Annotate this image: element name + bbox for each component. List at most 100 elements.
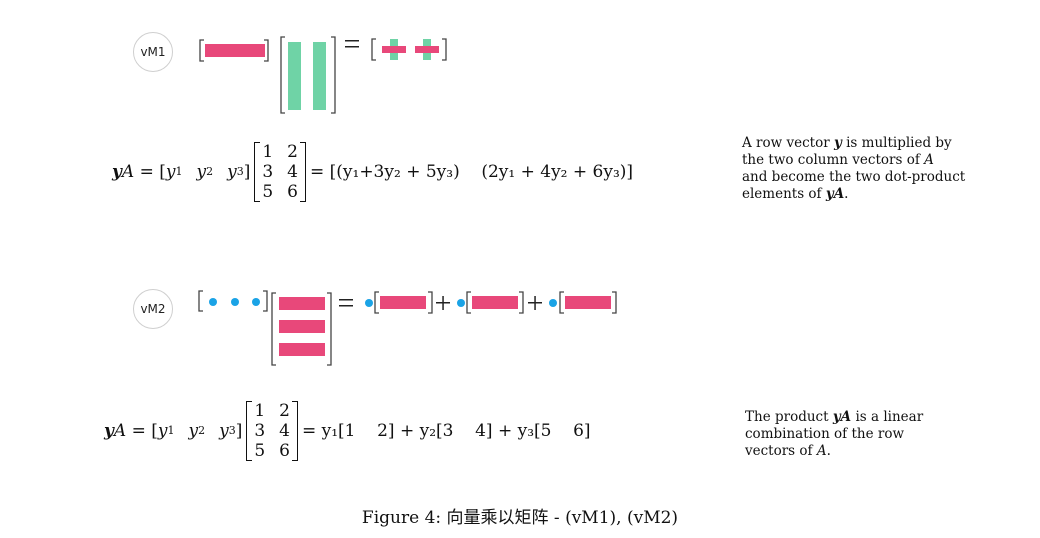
vm2-y3-sub: 3 [228, 424, 236, 437]
vm1-a21: 3 [262, 162, 274, 182]
vm1-result-bracket-right [442, 38, 447, 61]
vm2-term3-bar [565, 296, 611, 309]
vm2-plus2-v [534, 296, 536, 310]
vm2-a31: 5 [254, 441, 266, 461]
vm1-note-l2b: A [924, 152, 934, 168]
vm2-badge: vM2 [133, 289, 173, 329]
vm2-term2-bar [472, 296, 518, 309]
vm2-a11: 1 [254, 401, 266, 421]
vm2-row-bar-1 [279, 297, 325, 310]
vm2-term1-dot [365, 299, 373, 307]
vm1-note: A row vector y is multiplied by the two … [742, 135, 965, 203]
vm2-row-bracket-left [198, 290, 203, 312]
vm1-row-bracket-right [264, 39, 269, 62]
vm1-note-l4b: yA [825, 186, 845, 202]
vm2-dot-1 [209, 298, 217, 306]
vm1-lhs-a: A [121, 162, 135, 182]
vm1-y2: y [196, 162, 207, 182]
vm1-badge: vM1 [133, 32, 173, 72]
vm1-equals-bottom [345, 46, 359, 48]
vm2-equals-bottom [339, 305, 353, 307]
vm2-row-bracket-right [263, 290, 268, 312]
vm2-term2-bracket-right [519, 291, 524, 314]
vm2-a22: 4 [279, 421, 290, 441]
vm2-note-l3c: . [826, 443, 831, 459]
vm2-eq-open: = [ [126, 421, 158, 441]
vm2-note-l3a: vectors of [745, 443, 817, 459]
vm2-y2: y [188, 421, 199, 441]
vm1-a22: 4 [287, 162, 298, 182]
vm1-note-l4c: . [844, 186, 849, 202]
vm2-rhs: = y₁[1 2] + y₂[3 4] + y₃[5 6] [301, 421, 591, 441]
vm1-y3: y [227, 162, 237, 182]
vm1-y3-sub: 3 [236, 165, 244, 178]
vm1-a11: 1 [262, 142, 274, 162]
vm2-term3-bracket-right [612, 291, 617, 314]
vm1-matrix-bracket-left [280, 36, 285, 114]
vm2-row-bar-3 [279, 343, 325, 356]
vm2-note-l3b: A [816, 443, 827, 459]
vm1-result-pink-1 [382, 46, 406, 53]
vm2-lhs-a: A [113, 421, 127, 441]
vm1-rhs: = [(y₁+3y₂ + 5y₃) (2y₁ + 4y₂ + 6y₃)] [309, 162, 634, 182]
vm2-note-l1c: is a linear [851, 409, 924, 425]
vm1-a32: 6 [287, 182, 298, 202]
vm2-plus1-v [442, 296, 444, 310]
vm2-matrix-bracket-left [271, 292, 276, 366]
vm2-matrix-bracket-right [327, 292, 332, 366]
vm1-y1: y [165, 162, 176, 182]
vm2-a21: 3 [254, 421, 266, 441]
vm2-y1-sub: 1 [167, 424, 175, 437]
vm2-term2-dot [457, 299, 465, 307]
vm2-y1: y [157, 421, 168, 441]
vm1-note-l1a: A row vector [742, 135, 834, 151]
figure-caption: Figure 4: 向量乘以矩阵 - (vM1), (vM2) [361, 508, 679, 528]
vm1-column-bar-2 [313, 42, 326, 110]
vm2-schematic [198, 290, 617, 366]
vm2-note: The product yA is a linear combination o… [745, 409, 923, 460]
vm1-note-l4a: elements of [742, 186, 826, 202]
vm1-note-l2a: the two column vectors of [742, 152, 925, 168]
vm1-result-pink-2 [415, 46, 439, 53]
vm2-lhs-y: y [104, 421, 114, 441]
vm2-term1-bar [380, 296, 426, 309]
vm1-column-bar-1 [288, 42, 301, 110]
vm1-y2-sub: 2 [206, 165, 214, 178]
vm2-dot-3 [252, 298, 260, 306]
vm2-y3: y [219, 421, 229, 441]
vm1-note-l3: and become the two dot-product [742, 169, 966, 185]
vm2-term3-dot [549, 299, 557, 307]
vm1-y1-sub: 1 [175, 165, 183, 178]
vm2-note-l1b: yA [832, 409, 852, 425]
vm2-term3-bracket-left [559, 291, 564, 314]
vm1-note-l1b: y [833, 135, 842, 151]
vm2-note-l2: combination of the row [745, 426, 905, 442]
vm1-row-bracket-left [199, 39, 204, 62]
vm2-equals-top [339, 299, 353, 301]
vm1-a31: 5 [262, 182, 274, 202]
vm2-close-bracket: ] [235, 421, 243, 441]
vm2-a12: 2 [279, 401, 290, 421]
vm2-note-l1a: The product [745, 409, 833, 425]
vm1-matrix-bracket-right [331, 36, 336, 114]
vm1-close-bracket: ] [243, 162, 251, 182]
vm1-lhs-y: y [112, 162, 122, 182]
vm2-a32: 6 [279, 441, 290, 461]
vm1-a12: 2 [287, 142, 298, 162]
vm1-result-bracket-left [371, 38, 376, 61]
vm1-schematic [199, 36, 447, 114]
vm2-term2-bracket-left [466, 291, 471, 314]
vm1-note-l1c: is multiplied by [841, 135, 952, 151]
vm2-row-bar-2 [279, 320, 325, 333]
vm1-equals-top [345, 40, 359, 42]
vm2-dot-2 [231, 298, 239, 306]
vm1-eq-open: = [ [134, 162, 166, 182]
vm1-row-bar [205, 44, 265, 57]
vm2-y2-sub: 2 [198, 424, 206, 437]
vm2-term1-bracket-right [428, 291, 433, 314]
